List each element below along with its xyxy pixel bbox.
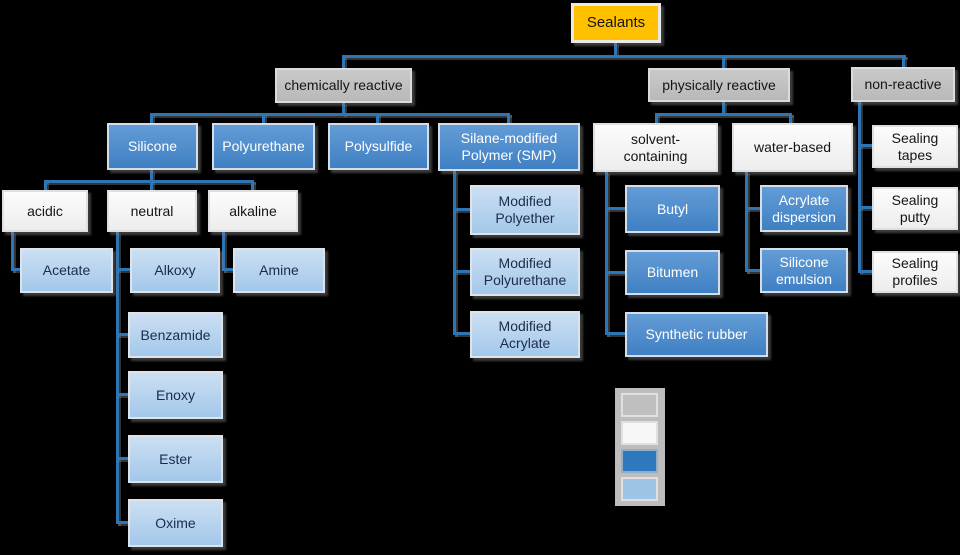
node-butyl: Butyl (625, 185, 720, 233)
connector (150, 170, 153, 181)
connector (116, 457, 128, 460)
connector (453, 270, 470, 273)
node-acidic: acidic (2, 190, 88, 232)
node-modified-polyurethane: Modified Polyurethane (470, 248, 580, 296)
connector (902, 55, 905, 68)
node-benzamide: Benzamide (128, 312, 223, 358)
connector (745, 207, 760, 210)
node-silicone: Silicone (107, 123, 198, 170)
node-acetate: Acetate (20, 248, 113, 293)
connector (614, 43, 617, 56)
connector (116, 232, 119, 524)
connector (858, 270, 872, 273)
connector (453, 332, 470, 335)
node-physically-reactive: physically reactive (648, 68, 790, 102)
legend-swatch-variant (621, 477, 658, 501)
legend-swatch-subgroup (621, 421, 658, 445)
node-chemically-reactive: chemically reactive (275, 68, 412, 103)
connector (453, 208, 470, 211)
connector (150, 113, 153, 123)
node-enoxy: Enoxy (128, 371, 223, 419)
node-sealants: Sealants (571, 3, 661, 43)
connector (150, 113, 510, 116)
connector (251, 180, 254, 190)
connector (507, 113, 510, 123)
connector (605, 332, 625, 335)
connector (342, 103, 345, 115)
node-neutral: neutral (107, 190, 197, 232)
node-polyurethane: Polyurethane (212, 123, 315, 170)
connector (44, 180, 254, 183)
connector (44, 180, 47, 190)
node-polysulfide: Polysulfide (328, 123, 429, 170)
connector (222, 232, 225, 271)
node-bitumen: Bitumen (625, 250, 720, 295)
connector (655, 113, 792, 116)
node-modified-acrylate: Modified Acrylate (470, 311, 580, 358)
connector (453, 171, 456, 335)
connector (722, 102, 725, 114)
connector (605, 207, 625, 210)
connector (858, 144, 872, 147)
legend-swatch-category (621, 393, 658, 417)
node-ester: Ester (128, 435, 223, 483)
connector (116, 521, 128, 524)
connector (11, 232, 14, 271)
node-sealing-tapes: Sealing tapes (872, 125, 958, 168)
connector (376, 113, 379, 123)
node-sealing-profiles: Sealing profiles (872, 251, 958, 293)
node-amine: Amine (233, 248, 325, 293)
connector (262, 113, 265, 123)
connector (789, 113, 792, 123)
connector (116, 268, 130, 271)
connector (116, 333, 128, 336)
node-alkaline: alkaline (208, 190, 298, 232)
connector (605, 271, 625, 274)
node-acrylate-dispersion: Acrylate dispersion (760, 185, 848, 232)
node-water-based: water-based (732, 123, 853, 172)
connector (342, 55, 345, 68)
connector (745, 269, 760, 272)
connector (745, 172, 748, 272)
node-solvent-containing: solvent- containing (593, 123, 718, 172)
node-modified-polyether: Modified Polyether (470, 185, 580, 235)
connector (605, 172, 608, 335)
connector (150, 180, 153, 190)
connector (722, 55, 725, 68)
node-non-reactive: non-reactive (851, 67, 955, 102)
node-synthetic-rubber: Synthetic rubber (625, 312, 768, 357)
connector (858, 101, 861, 272)
connector (11, 268, 20, 271)
connector (655, 113, 658, 123)
connector (858, 206, 872, 209)
node-sealing-putty: Sealing putty (872, 187, 958, 230)
node-alkoxy: Alkoxy (130, 248, 220, 293)
node-silicone-emulsion: Silicone emulsion (760, 248, 848, 293)
connector (343, 55, 906, 58)
connector (116, 393, 128, 396)
node-silane-modified-polymer: Silane-modified Polymer (SMP) (438, 123, 580, 171)
legend (615, 388, 665, 506)
legend-swatch-type (621, 449, 658, 473)
connector (222, 268, 233, 271)
node-oxime: Oxime (128, 499, 223, 547)
